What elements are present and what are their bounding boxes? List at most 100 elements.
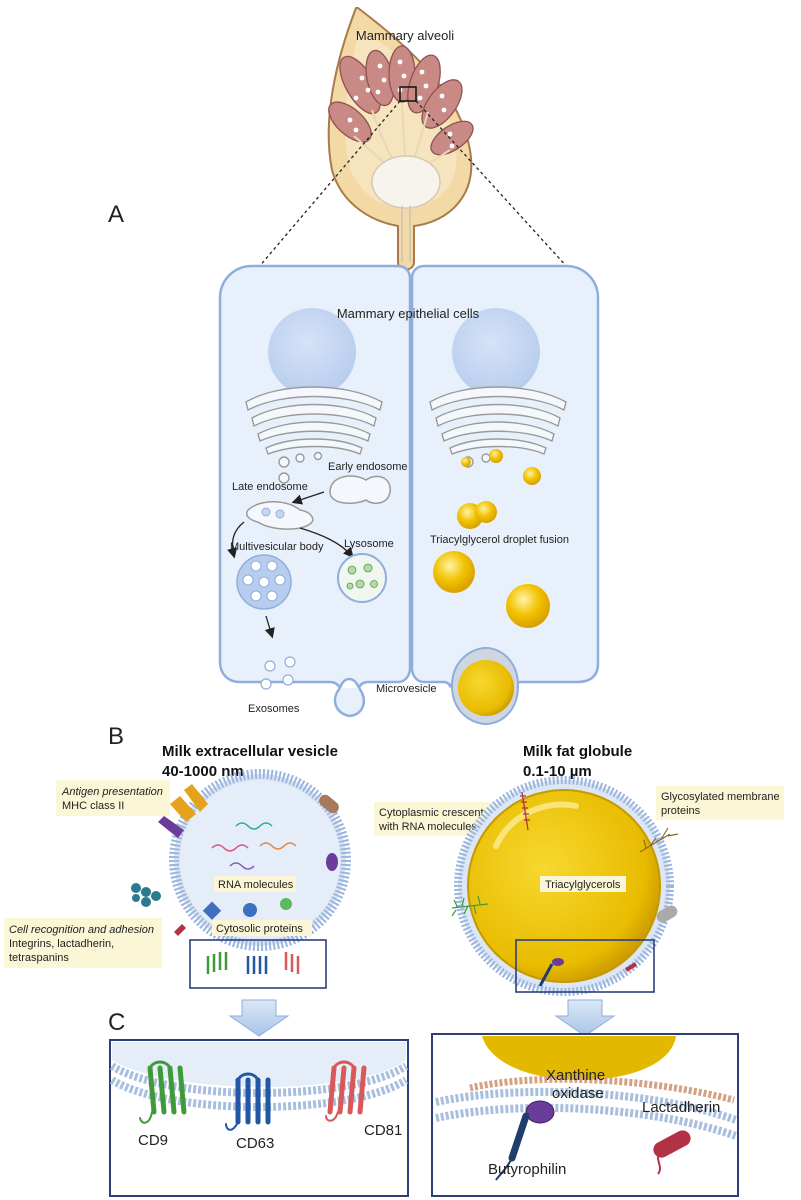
mfg-grey-protein bbox=[656, 905, 678, 923]
golgi-right bbox=[429, 386, 567, 468]
ev-zoom-box bbox=[189, 939, 327, 989]
rna-label: RNA molecules bbox=[218, 879, 294, 891]
crescent-note-line2: with RNA molecules bbox=[378, 821, 477, 833]
mfg-butyrophilin-small bbox=[538, 963, 554, 987]
arrow-late-to-lysosome bbox=[299, 527, 354, 558]
microvesicle bbox=[333, 687, 366, 718]
antigen-note-title: Antigen presentation bbox=[61, 786, 163, 798]
cd81-protein bbox=[325, 1060, 367, 1122]
alveoli-dots bbox=[347, 59, 455, 149]
zoom-right-fat-core bbox=[482, 1036, 676, 1080]
panel-label-c: C bbox=[108, 1009, 125, 1036]
glycosylated-protein-right bbox=[639, 827, 679, 853]
exosomes-label: Exosomes bbox=[248, 703, 300, 715]
breast-illustration: Mammary alveoli bbox=[327, 7, 474, 271]
zoom-line-right bbox=[415, 100, 569, 269]
zoom-right-phospholipid-monolayer bbox=[469, 1075, 735, 1104]
integrin-protein bbox=[131, 883, 161, 907]
extracellular-vesicle-panel: Milk extracellular vesicle 40-1000 nm An… bbox=[4, 743, 351, 1037]
cd9-label: CD9 bbox=[138, 1132, 168, 1149]
alveoli-label: Mammary alveoli bbox=[356, 28, 454, 43]
lactadherin-protein bbox=[653, 1130, 691, 1158]
zoom-panel-tetraspanins: CD9 CD63 CD81 bbox=[109, 1039, 409, 1197]
mfg-highlight bbox=[493, 801, 579, 849]
nucleus-left bbox=[268, 308, 356, 396]
cd81-label: CD81 bbox=[364, 1122, 402, 1139]
lactadherin-label: Lactadherin bbox=[642, 1099, 720, 1116]
butyrophilin-protein bbox=[508, 1112, 530, 1162]
ev-zoom-arrow bbox=[228, 999, 290, 1037]
arrow-early-to-late bbox=[291, 491, 325, 505]
ev-tetraspanin-cd63 bbox=[246, 956, 268, 974]
ev-title-line1: Milk extracellular vesicle bbox=[162, 743, 338, 760]
milk-sinus bbox=[371, 155, 441, 209]
panel-label-a: A bbox=[108, 201, 124, 228]
xanthine-oxidase-label-2: oxidase bbox=[552, 1085, 604, 1102]
milk-fat-globule-panel: Milk fat globule 0.1-10 µm Cytoplasmic c… bbox=[374, 743, 784, 1037]
cytosolic-protein-cube bbox=[202, 901, 222, 920]
microvesicle-label: Microvesicle bbox=[376, 683, 437, 695]
glyco-note-box bbox=[656, 786, 784, 820]
tag-label-box bbox=[540, 876, 626, 892]
ev-tetraspanin-cd81 bbox=[284, 952, 300, 974]
tag-label: Triacylglycerols bbox=[545, 879, 621, 891]
mfg-lactadherin-small bbox=[624, 962, 638, 972]
butyrophilin-label: Butyrophilin bbox=[488, 1161, 566, 1178]
adhesion-note-box bbox=[4, 918, 162, 968]
zoom-box bbox=[399, 86, 417, 102]
epithelial-cells: Early endosome Late endosome Multivesicu… bbox=[218, 264, 600, 726]
mfg-title-line2: 0.1-10 µm bbox=[523, 763, 592, 780]
mfg-zoom-arrow bbox=[554, 999, 616, 1037]
glycosylated-protein-left bbox=[451, 895, 489, 917]
surface-protein-purple bbox=[326, 853, 338, 871]
adhesion-note-title: Cell recognition and adhesion bbox=[9, 924, 154, 936]
zoom-panel-mfgm: Xanthine oxidase Butyrophilin Lactadheri… bbox=[431, 1033, 739, 1197]
rna-label-box bbox=[214, 876, 296, 892]
surface-protein-brown bbox=[319, 794, 339, 814]
ev-title-line2: 40-1000 nm bbox=[162, 763, 244, 780]
glyco-note-line1: Glycosylated membrane bbox=[661, 791, 780, 803]
antigen-note-sub: MHC class II bbox=[62, 800, 124, 812]
cytosolic-label: Cytosolic proteins bbox=[216, 923, 303, 935]
mhc-class-ii-proteins bbox=[158, 784, 208, 838]
antigen-note-box bbox=[56, 780, 170, 816]
cytosolic-protein-green bbox=[280, 898, 292, 910]
cytosolic-protein-blue bbox=[243, 903, 257, 917]
mfg-xanthine-oxidase-small bbox=[552, 958, 564, 966]
zoom-right-bilayer-outer bbox=[435, 1087, 738, 1124]
panel-label-b: B bbox=[108, 723, 124, 750]
lysosome bbox=[337, 553, 387, 603]
lysosome-contents bbox=[346, 563, 378, 590]
budding-fat-globule bbox=[458, 660, 514, 716]
exosome-release bbox=[260, 656, 296, 690]
early-endosome-label: Early endosome bbox=[328, 461, 408, 473]
glyco-note-line2: proteins bbox=[661, 805, 701, 817]
late-endosome-vesicle bbox=[275, 509, 285, 519]
xanthine-oxidase-protein bbox=[525, 1100, 555, 1124]
lipid-droplets bbox=[433, 449, 550, 628]
droplet-fusion-label: Triacylglycerol droplet fusion bbox=[430, 534, 569, 546]
xanthine-oxidase-label-1: Xanthine bbox=[546, 1067, 605, 1084]
mfg-title-line1: Milk fat globule bbox=[523, 743, 632, 760]
adhesion-note-line1: Integrins, lactadherin, bbox=[9, 938, 114, 950]
lysosome-label: Lysosome bbox=[344, 538, 394, 550]
zoom-line-left bbox=[257, 100, 401, 269]
nucleus-right bbox=[452, 308, 540, 396]
late-endosome-label: Late endosome bbox=[232, 481, 308, 493]
cytosolic-label-box bbox=[212, 920, 312, 936]
early-endosome bbox=[329, 475, 391, 505]
lactadherin-small bbox=[174, 924, 186, 936]
mfg-zoom-box bbox=[515, 939, 655, 993]
zoom-right-bilayer-inner bbox=[435, 1103, 738, 1140]
mvb-label: Multivesicular body bbox=[230, 541, 324, 553]
cd9-protein bbox=[139, 1060, 187, 1124]
late-endosome-vesicle bbox=[261, 507, 271, 517]
epithelial-cells-label: Mammary epithelial cells bbox=[337, 306, 480, 321]
butyrophilin-tail bbox=[495, 1157, 513, 1181]
nipple-duct bbox=[401, 206, 411, 262]
arrow-mvb-to-exosome bbox=[264, 615, 275, 639]
cd63-label: CD63 bbox=[236, 1135, 274, 1152]
crescent-note-line1: Cytoplasmic crescent bbox=[379, 807, 484, 819]
ev-tetraspanin-cd9 bbox=[206, 952, 228, 974]
